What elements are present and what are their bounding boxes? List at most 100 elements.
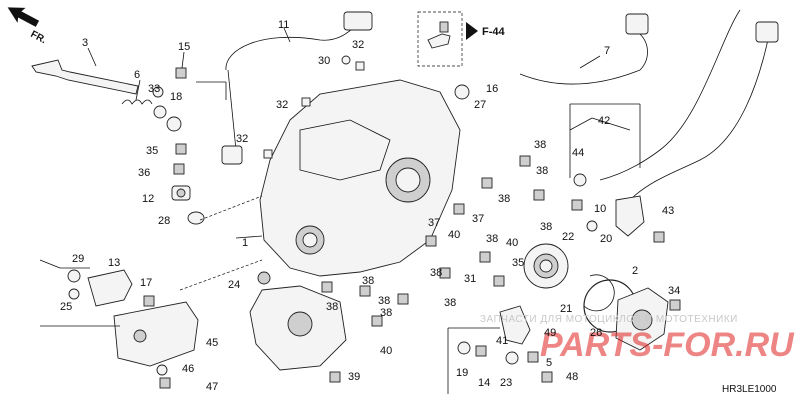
callout-17: 17 [140, 277, 152, 289]
dashed-guide [199, 195, 263, 221]
seal-part [153, 105, 167, 119]
callout-45: 45 [206, 337, 218, 349]
bolt-part [493, 275, 505, 287]
wire-harness [519, 33, 648, 85]
callout-3: 3 [82, 37, 88, 49]
bolt-part [479, 251, 491, 263]
callout-40c: 40 [380, 345, 392, 357]
callout-40b: 40 [506, 237, 518, 249]
connector-part [625, 13, 649, 35]
callout-38j: 38 [378, 295, 390, 307]
bolt-part [159, 377, 171, 389]
lever-part [499, 305, 531, 345]
callout-20: 20 [600, 233, 612, 245]
washer-part [505, 351, 519, 365]
drain-plug-part [454, 84, 470, 100]
connector-part [343, 11, 373, 31]
watermark-site: PARTS-FOR.RU [540, 326, 795, 364]
front-arrow-icon [7, 7, 40, 27]
callout-38b: 38 [536, 165, 548, 177]
callout-38k: 38 [380, 307, 392, 319]
callout-16: 16 [486, 83, 498, 95]
callout-27: 27 [474, 99, 486, 111]
watermark-line: ЗАПЧАСТИ ДЛЯ МОТОЦИКЛОВ И МОТОТЕХНИКИ [480, 314, 738, 325]
crankcase-cover-part [259, 79, 461, 277]
callout-33: 33 [148, 83, 160, 95]
callout-5: 5 [546, 357, 552, 369]
bolt-part [533, 189, 545, 201]
plug-part [257, 271, 271, 285]
callout-39: 39 [348, 371, 360, 383]
leader-lines [39, 27, 641, 394]
callout-37b: 37 [472, 213, 484, 225]
callout-24: 24 [228, 279, 240, 291]
bolt-part [329, 371, 341, 383]
callout-2: 2 [632, 265, 638, 277]
callout-48: 48 [566, 371, 578, 383]
bracket-part [67, 269, 133, 307]
sensor-wire [227, 69, 237, 151]
callout-38e: 38 [486, 233, 498, 245]
bolt-part [175, 143, 187, 155]
washer-part [586, 220, 598, 232]
callout-6: 6 [134, 69, 140, 81]
callout-23: 23 [500, 377, 512, 389]
callout-41: 41 [496, 335, 508, 347]
callout-7: 7 [604, 45, 610, 57]
bolt-part [541, 371, 553, 383]
callout-38g: 38 [444, 297, 456, 309]
bolt-part [439, 267, 451, 279]
callout-10: 10 [594, 203, 606, 215]
callout-13: 13 [108, 257, 120, 269]
callout-38a: 38 [534, 139, 546, 151]
callout-34: 34 [668, 285, 680, 297]
bolt-part [175, 67, 187, 79]
spring-part [121, 99, 153, 105]
callout-28: 28 [158, 215, 170, 227]
section-ref-arrow-icon [466, 22, 478, 40]
callout-35b: 35 [512, 257, 524, 269]
bolt-part [371, 315, 383, 327]
section-ref: F-44 [482, 26, 506, 38]
dowel-part [301, 97, 311, 107]
wire-harness [225, 25, 357, 71]
drawing-code: HR3LE1000 [722, 384, 777, 395]
bolt-part [321, 281, 333, 293]
bolt-part [571, 199, 583, 211]
sensor-part [615, 195, 645, 237]
callout-40a: 40 [448, 229, 460, 241]
oil-seal-part [166, 116, 182, 132]
bearing-cover-part [615, 287, 669, 351]
callout-47: 47 [206, 381, 218, 393]
bolt-part [481, 177, 493, 189]
bolt-part [669, 299, 681, 311]
o-ring-part [187, 211, 205, 225]
callout-36: 36 [138, 167, 150, 179]
front-indicator: FR. [29, 29, 49, 46]
callout-38f: 38 [430, 267, 442, 279]
washer-part [156, 364, 168, 376]
bolt-part [453, 203, 465, 215]
section-ref-box [417, 11, 463, 67]
washer-part [457, 341, 471, 355]
callout-14: 14 [478, 377, 490, 389]
bolt-part [653, 231, 665, 243]
callouts: 1 2 3 5 6 7 10 11 12 13 14 15 16 17 18 1… [60, 19, 680, 393]
bolt-part [519, 155, 531, 167]
bolt-part [527, 351, 539, 363]
o-ring-part [573, 173, 587, 187]
callout-32a: 32 [352, 39, 364, 51]
bracket-part [427, 21, 451, 49]
callout-22: 22 [562, 231, 574, 243]
bolt-part [425, 235, 437, 247]
callout-32b: 32 [276, 99, 288, 111]
washer-part [152, 86, 164, 98]
bolt-part [173, 163, 185, 175]
dowel-part [355, 61, 365, 71]
callout-44: 44 [572, 147, 584, 159]
callout-26: 26 [590, 327, 602, 339]
callout-1: 1 [242, 237, 248, 249]
callout-38i: 38 [326, 301, 338, 313]
circlip-part [583, 274, 615, 312]
